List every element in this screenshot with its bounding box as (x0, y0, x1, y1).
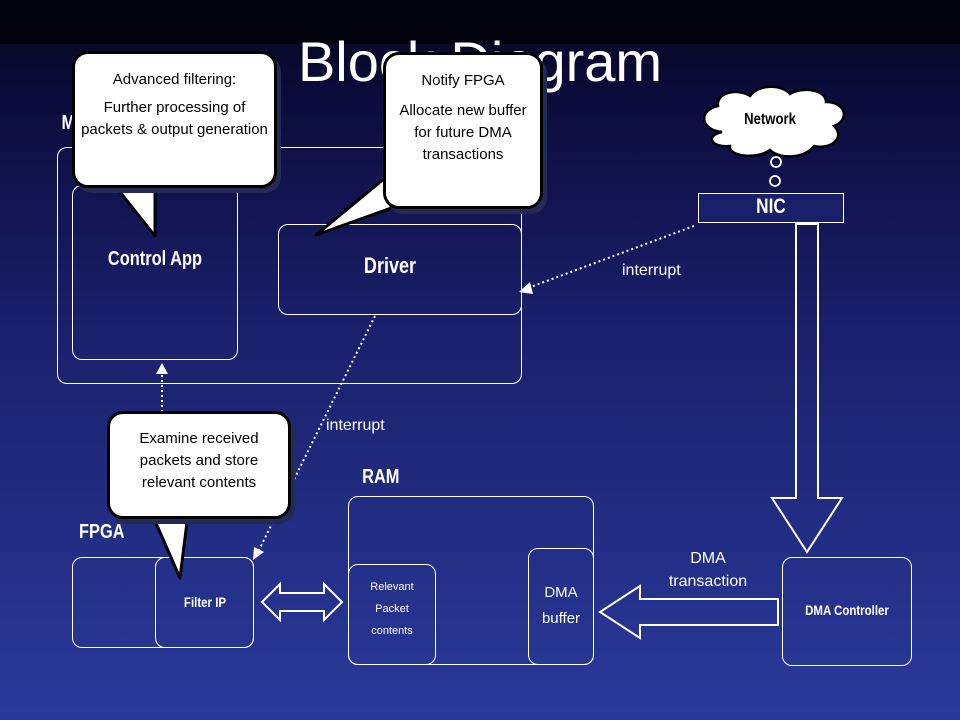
driver-interrupt-line (257, 315, 376, 553)
nic-interrupt-arrowhead (519, 282, 533, 294)
fpga-label: FPGA (79, 521, 125, 543)
driver-interrupt-label: interrupt (326, 417, 385, 434)
fpga-to-control-app-arrowhead (156, 363, 168, 374)
ram-label: RAM (362, 466, 400, 488)
dma-controller-box (782, 557, 912, 666)
filter-ip-callout-tail (150, 513, 190, 580)
driver-callout-body: Allocate new buffer for future DMA trans… (399, 102, 527, 163)
network-link-ring-2 (769, 175, 781, 187)
nic-label: NIC (756, 195, 786, 218)
filter-ip-label: Filter IP (183, 594, 227, 610)
nic-to-dma-controller-arrow (770, 223, 844, 554)
filter-ip-callout: Examine received packets and store relev… (107, 411, 291, 519)
relevant-packet-contents-label: Relevant Packet contents (370, 581, 414, 637)
filter-ip-callout-body: Examine received packets and store relev… (139, 430, 259, 491)
driver-callout-heading: Notify FPGA (421, 72, 505, 89)
dma-buffer-box (528, 548, 594, 665)
control-app-callout-body: Further processing of packets & output g… (81, 99, 268, 138)
control-app-label: Control App (107, 248, 203, 270)
nic-interrupt-label: interrupt (622, 262, 681, 279)
control-app-callout-heading: Advanced filtering: (112, 71, 237, 88)
network-cloud-icon (703, 85, 846, 158)
dma-buffer-label: DMA buffer (541, 584, 581, 627)
title-band (0, 0, 960, 44)
driver-label: Driver (363, 253, 417, 278)
filter-ip-box (155, 557, 254, 648)
control-app-callout-tail (110, 181, 157, 238)
host-machine-label: M (61, 112, 76, 134)
network-label: Network (744, 111, 796, 128)
network-link-ring-1 (770, 156, 782, 168)
driver-interrupt-arrowhead (253, 547, 264, 560)
dma-transaction-label: DMA transaction (668, 550, 748, 590)
driver-callout: Notify FPGA Allocate new buffer for futu… (383, 52, 543, 209)
control-app-callout: Advanced filtering: Further processing o… (72, 51, 277, 188)
dma-controller-label: DMA Controller (805, 602, 889, 618)
nic-box (698, 193, 844, 223)
dma-transaction-arrow (598, 584, 779, 640)
relevant-packet-contents-box (348, 564, 436, 665)
driver-box (278, 224, 522, 315)
fpga-ram-bidirectional-arrow (260, 581, 344, 623)
